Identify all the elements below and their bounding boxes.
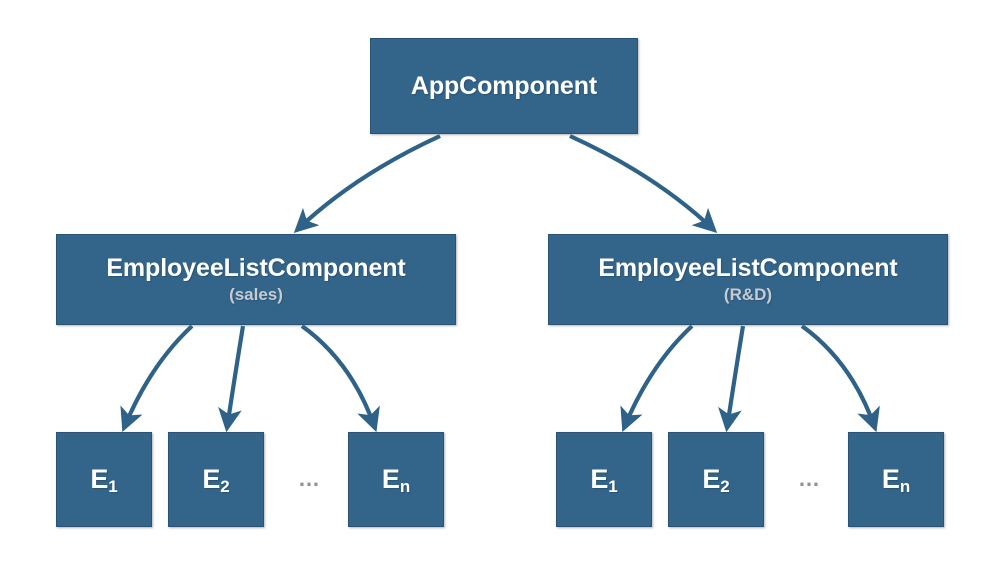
node-employee-list-rnd[interactable]: EmployeeListComponent (R&D) [548,234,948,325]
node-subtitle: (sales) [229,285,283,305]
arrow-sales-leaf-2 [218,325,246,433]
node-title: EmployeeListComponent [598,253,898,282]
node-employee-rnd-1[interactable]: E1 [556,432,652,527]
root-to-sales-arrow [293,134,441,233]
node-title: E2 [702,464,730,497]
node-title: E2 [202,464,230,497]
node-employee-rnd-n[interactable]: En [848,432,944,527]
node-title: E1 [90,464,118,497]
ellipsis-sales: … [298,466,322,491]
ellipsis-rnd: … [798,466,822,491]
arrow-rnd-leaf-1 [620,324,694,433]
arrow-sales-leaf-1 [120,324,194,433]
node-employee-sales-n[interactable]: En [348,432,444,527]
arrow-rnd-leaf-2 [718,325,746,433]
node-employee-sales-1[interactable]: E1 [56,432,152,527]
node-title: AppComponent [410,71,598,100]
node-title-subscript: 2 [720,477,730,497]
node-title-subscript: n [899,477,911,497]
node-title: En [381,464,411,497]
arrow-sales-leaf-3 [300,324,380,433]
node-title-subscript: 2 [220,477,230,497]
node-title: En [881,464,911,497]
node-title-subscript: 1 [608,477,618,497]
node-title-subscript: 1 [108,477,118,497]
node-employee-list-sales[interactable]: EmployeeListComponent (sales) [56,234,456,325]
node-title: E1 [590,464,618,497]
node-employee-rnd-2[interactable]: E2 [668,432,764,527]
arrow-rnd-leaf-3 [800,324,880,433]
node-subtitle: (R&D) [723,285,773,305]
root-to-rnd-arrow [569,134,718,233]
node-employee-sales-2[interactable]: E2 [168,432,264,527]
node-title-subscript: n [399,477,411,497]
node-app-component[interactable]: AppComponent [370,38,638,134]
node-title: EmployeeListComponent [106,253,406,282]
